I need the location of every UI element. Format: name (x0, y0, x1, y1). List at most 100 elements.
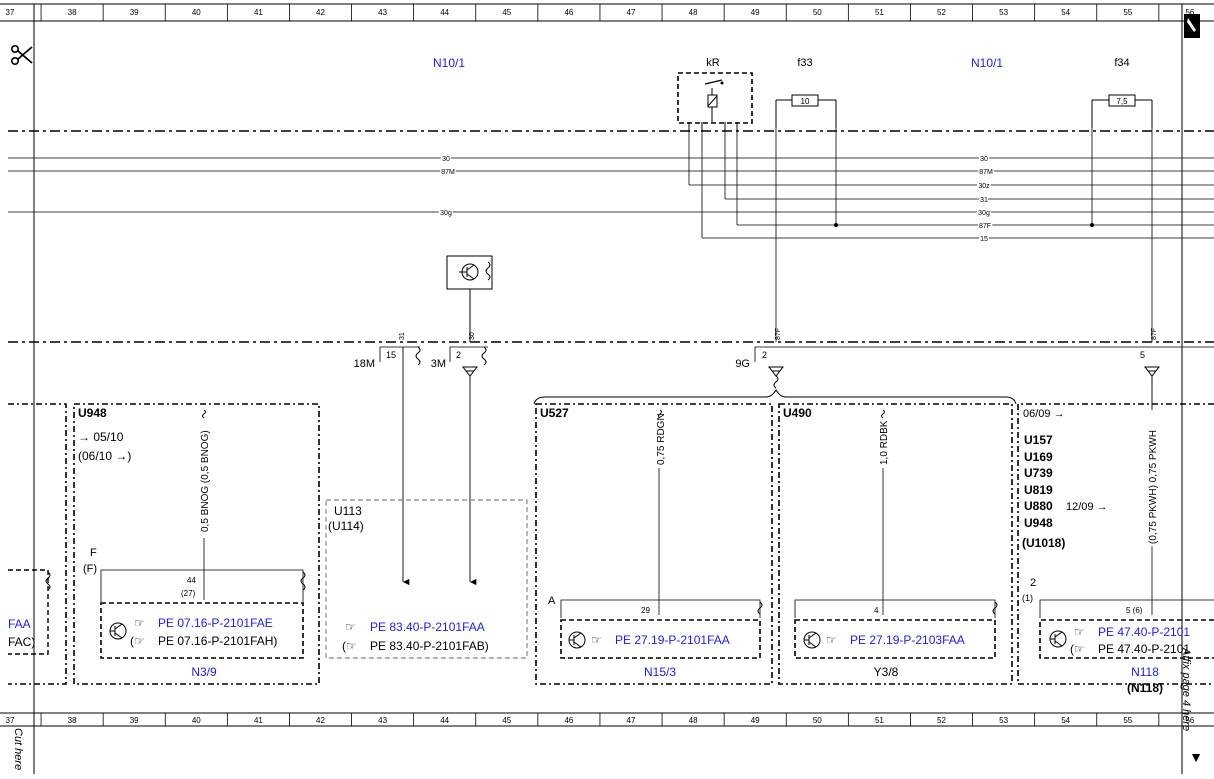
ruler-number: 39 (130, 716, 139, 725)
bus-labels: 30 87M 30g 30 87M 30z 31 30g 87F 15 (439, 155, 995, 245)
fuse-f34-rating: 7,5 (1116, 97, 1128, 106)
u113-code: U113 (334, 504, 362, 518)
u527-code: U527 (540, 406, 569, 420)
component-y3-8: Y3/8 (874, 665, 899, 679)
ruler-number: 45 (502, 716, 511, 725)
n10-1-label-left[interactable]: N10/1 (433, 56, 465, 70)
component-n3-9[interactable]: N3/9 (191, 665, 217, 679)
bus-label: 30 (980, 156, 988, 163)
right-code: U739 (1024, 466, 1053, 480)
connector-3m: 3M 2 (431, 346, 488, 377)
hand-pointer-icon: (☞ (342, 639, 357, 653)
right-code-paren: (U1018) (1022, 536, 1065, 550)
scissors-icon (11, 45, 33, 66)
component-n118[interactable]: N118 (1131, 665, 1159, 679)
pe-reference-link[interactable]: PE 07.16-P-2101FAE (158, 616, 273, 630)
pe-reference-link[interactable]: PE 27.19-P-2103FAA (850, 633, 965, 647)
ruler-number: 50 (813, 8, 822, 17)
pe-reference-link[interactable]: FAA (8, 617, 31, 631)
n10-1-label-right[interactable]: N10/1 (971, 56, 1003, 70)
ruler-number: 37 (6, 716, 15, 725)
ruler-number: 38 (68, 716, 77, 725)
hand-pointer-icon: ☞ (826, 633, 837, 647)
pe-reference-text: PE 83.40-P-2101FAB) (370, 639, 489, 653)
ruler-number: 43 (378, 716, 387, 725)
hand-pointer-icon: ☞ (591, 633, 602, 647)
component-n15-3[interactable]: N15/3 (644, 665, 676, 679)
bus-label: 31 (980, 197, 988, 204)
relay-kr-label: kR (706, 57, 720, 69)
ruler-number: 46 (564, 716, 573, 725)
u113-code-paren: (U114) (328, 519, 364, 533)
hand-pointer-icon: ☞ (1074, 625, 1085, 639)
connector-18m: 18M 15 (354, 346, 421, 370)
connector-9g: 9G 2 5 (533, 346, 1214, 405)
connector-pin-num: 2 (762, 350, 767, 360)
glue-icon (1184, 14, 1200, 38)
ruler-number: 51 (875, 716, 884, 725)
u948-pin-paren: (27) (181, 589, 196, 598)
right-code: U157 (1024, 433, 1053, 447)
ruler-number: 43 (378, 8, 387, 17)
ruler-number: 42 (316, 8, 325, 17)
connector-3m-label: 3M (431, 358, 446, 370)
right-code: U819 (1024, 483, 1053, 497)
relay-kr (677, 72, 753, 131)
u527-a: A (548, 595, 556, 607)
connector-pin-num: 5 (1140, 350, 1145, 360)
u490-wire-label: 1,0 RDBK (879, 420, 890, 465)
connector-pin-num: 2 (456, 350, 461, 360)
bus-label: 30 (442, 156, 450, 163)
hand-pointer-icon: ☞ (134, 616, 145, 630)
bus-label: 30z (978, 183, 990, 190)
fuse-f33-rating: 10 (801, 97, 810, 106)
hand-pointer-icon: ☞ (345, 620, 356, 634)
ruler-number: 42 (316, 716, 325, 725)
ruler-number: 50 (813, 716, 822, 725)
pe-reference-text: PE 47.40-P-2101 (1098, 642, 1190, 656)
fuse-f33: 10 (775, 94, 837, 128)
u948-pin: 44 (187, 576, 196, 585)
u948-box: U948 → 05/10 (06/10 →) 0,5 BNOG (0,5 BNO… (73, 403, 320, 685)
fuse-f34-label: f34 (1114, 57, 1129, 69)
hand-pointer-icon: (☞ (130, 634, 145, 648)
right-box: 06/09 → U157 U169 U739 U819 U880 12/09 →… (1017, 403, 1214, 695)
u113-box: U113 (U114) ☞ PE 83.40-P-2101FAA (☞ PE 8… (325, 499, 528, 659)
u527-wire-label: 0,75 RDGN (656, 413, 667, 465)
pin-87f: 87F (775, 328, 782, 340)
u948-date: → 05/10 (78, 430, 124, 444)
pe-reference-text: FAC) (8, 635, 35, 649)
ruler-number: 40 (192, 716, 201, 725)
ruler-number: 48 (689, 8, 698, 17)
right-pin: 5 (6) (1126, 606, 1143, 615)
u490-code: U490 (783, 406, 812, 420)
pe-reference-link[interactable]: PE 27.19-P-2101FAA (615, 633, 730, 647)
pe-reference-link[interactable]: PE 83.40-P-2101FAA (370, 620, 485, 634)
u948-code: U948 (78, 406, 107, 420)
ruler-number: 39 (130, 8, 139, 17)
ruler-number: 44 (440, 716, 449, 725)
u948-wire-label: 0,5 BNOG (0,5 BNOG) (200, 430, 211, 532)
ruler-number: 45 (502, 8, 511, 17)
ruler-number: 41 (254, 8, 263, 17)
connector-9g-label: 9G (735, 358, 750, 370)
ruler-number: 46 (564, 8, 573, 17)
ruler-number: 56 (1185, 716, 1194, 725)
right-code: U880 (1024, 499, 1053, 513)
pe-reference-link[interactable]: PE 47.40-P-2101 (1098, 625, 1190, 639)
ruler-number: 53 (999, 716, 1008, 725)
pin-87f: 87F (1151, 328, 1158, 340)
ruler-number: 49 (751, 716, 760, 725)
transistor-icon (446, 255, 493, 342)
bus-label: 15 (980, 236, 988, 243)
ruler-number: 52 (937, 8, 946, 17)
bus-label: 87F (979, 223, 991, 230)
connector-pins: 31 30 87F 87F (399, 328, 1158, 340)
fuse-f34: 7,5 (1091, 94, 1153, 128)
transistor-icon (1049, 630, 1067, 648)
ruler-number: 55 (1123, 8, 1132, 17)
pin-31: 31 (399, 332, 406, 340)
ruler-number: 44 (440, 8, 449, 17)
